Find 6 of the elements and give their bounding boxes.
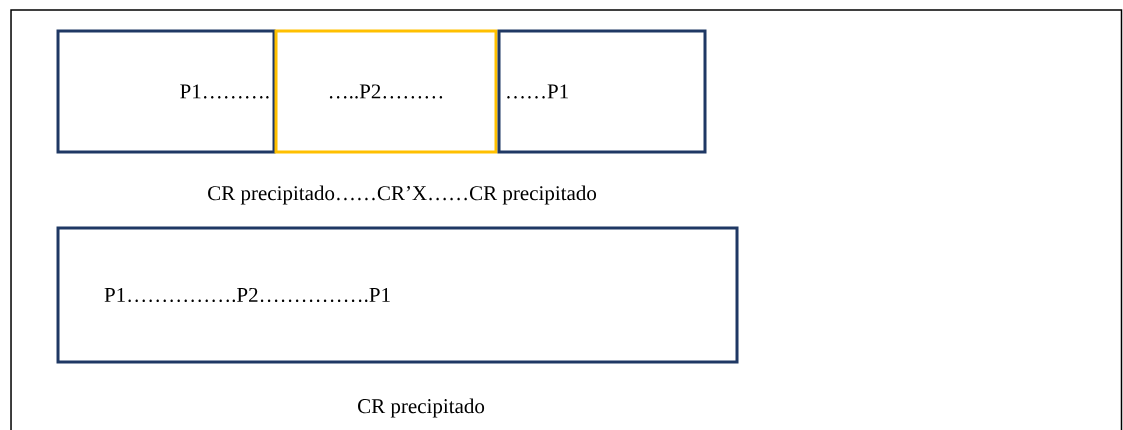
box: P1………. [56,29,276,154]
caption: CR precipitado……CR’X……CR precipitado [208,185,597,205]
box: P1…………….P2…………….P1 [56,226,739,364]
caption: CR precipitado [358,398,485,418]
box: ……P1 [497,29,707,154]
box: …..P2……… [274,29,498,154]
